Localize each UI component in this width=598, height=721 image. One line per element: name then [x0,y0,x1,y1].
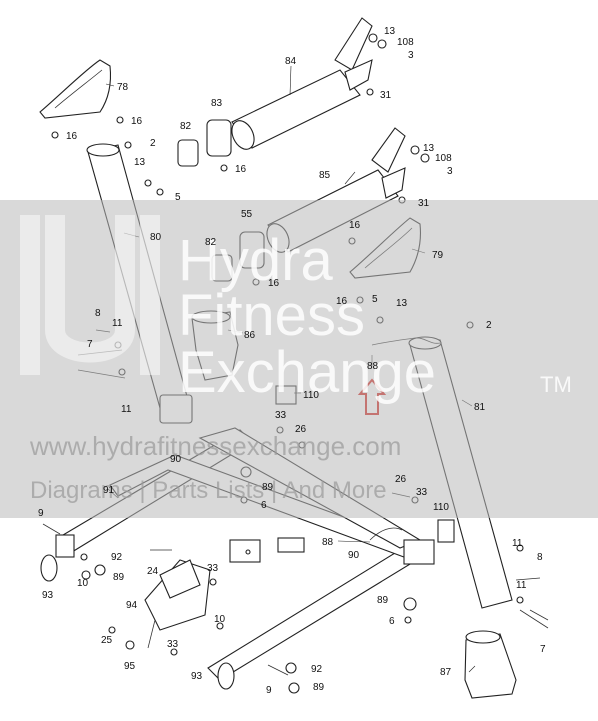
callout-16: 16 [235,164,247,175]
callout-3: 3 [408,50,414,61]
watermark: Hydra Fitness Exchange TM www.hydrafitne… [0,200,598,518]
callout-82: 82 [205,237,217,248]
watermark-line1: Hydra [178,228,333,293]
callout-labels: 13 108 3 84 31 78 16 16 83 82 16 2 13 5 … [38,26,546,696]
callout-16: 16 [131,116,143,127]
watermark-logo-icon [20,215,160,375]
callout-7: 7 [540,644,546,655]
callout-33: 33 [275,410,287,421]
callout-6: 6 [261,500,267,511]
callout-6: 6 [389,616,395,627]
callout-93: 93 [42,590,54,601]
callout-108: 108 [397,37,414,48]
callout-89: 89 [113,572,125,583]
callout-89: 89 [313,682,325,693]
callout-13: 13 [134,157,146,168]
callout-85: 85 [319,170,331,181]
callout-81: 81 [474,402,486,413]
callout-16: 16 [66,131,78,142]
callout-89: 89 [377,595,389,606]
callout-92: 92 [111,552,123,563]
callout-11: 11 [512,538,523,549]
callout-83: 83 [211,98,223,109]
callout-7: 7 [87,339,93,350]
callout-93: 93 [191,671,203,682]
callout-31: 31 [380,90,392,101]
callout-5: 5 [175,192,181,203]
callout-89: 89 [262,482,274,493]
callout-80: 80 [150,232,162,243]
callout-86: 86 [244,330,256,341]
callout-87: 87 [440,667,452,678]
motor-assembly-94 [144,559,211,649]
callout-26: 26 [295,424,307,435]
callout-79: 79 [432,250,444,261]
callout-16: 16 [349,220,361,231]
callout-82: 82 [180,121,192,132]
callout-94: 94 [126,600,138,611]
callout-88: 88 [322,537,334,548]
callout-13: 13 [423,143,435,154]
callout-91: 91 [103,485,115,496]
callout-5: 5 [372,294,378,305]
callout-3: 3 [447,166,453,177]
watermark-line3: Exchange [178,340,436,405]
callout-10: 10 [77,578,89,589]
callout-90: 90 [348,550,360,561]
callout-2: 2 [486,320,492,331]
callout-92: 92 [311,664,323,675]
callout-25: 25 [101,635,113,646]
callout-95: 95 [124,661,136,672]
callout-24: 24 [147,566,159,577]
callout-88: 88 [367,361,379,372]
callout-11: 11 [112,318,123,329]
callout-16: 16 [336,296,348,307]
callout-90: 90 [170,454,182,465]
wheels-93 [40,554,235,690]
upright-tube-84 [231,17,373,150]
callout-10: 10 [214,614,226,625]
callout-13: 13 [384,26,396,37]
callout-110: 110 [303,390,319,401]
callout-9: 9 [266,685,272,696]
callout-108: 108 [435,153,452,164]
callout-9: 9 [38,508,44,519]
callout-8: 8 [537,552,543,563]
callout-16: 16 [268,278,280,289]
callout-8: 8 [95,308,101,319]
watermark-tagline: Diagrams | Parts Lists | And More [30,477,387,504]
cover-78 [39,59,112,119]
callout-84: 84 [285,56,297,67]
callout-13: 13 [396,298,408,309]
callout-26: 26 [395,474,407,485]
callout-31: 31 [418,198,430,209]
callout-33: 33 [207,563,219,574]
callout-78: 78 [117,82,129,93]
callout-33: 33 [167,639,179,650]
watermark-line2: Fitness [178,283,365,348]
callout-11: 11 [516,580,527,591]
watermark-url: www.hydrafitnessexchange.com [29,431,401,461]
watermark-tm: TM [540,372,572,397]
shroud-87 [464,630,517,699]
callout-2: 2 [150,138,156,149]
callout-55: 55 [241,209,253,220]
callout-33: 33 [416,487,428,498]
callout-110: 110 [433,502,449,513]
watermark-band [0,200,598,518]
callout-11: 11 [121,404,132,415]
